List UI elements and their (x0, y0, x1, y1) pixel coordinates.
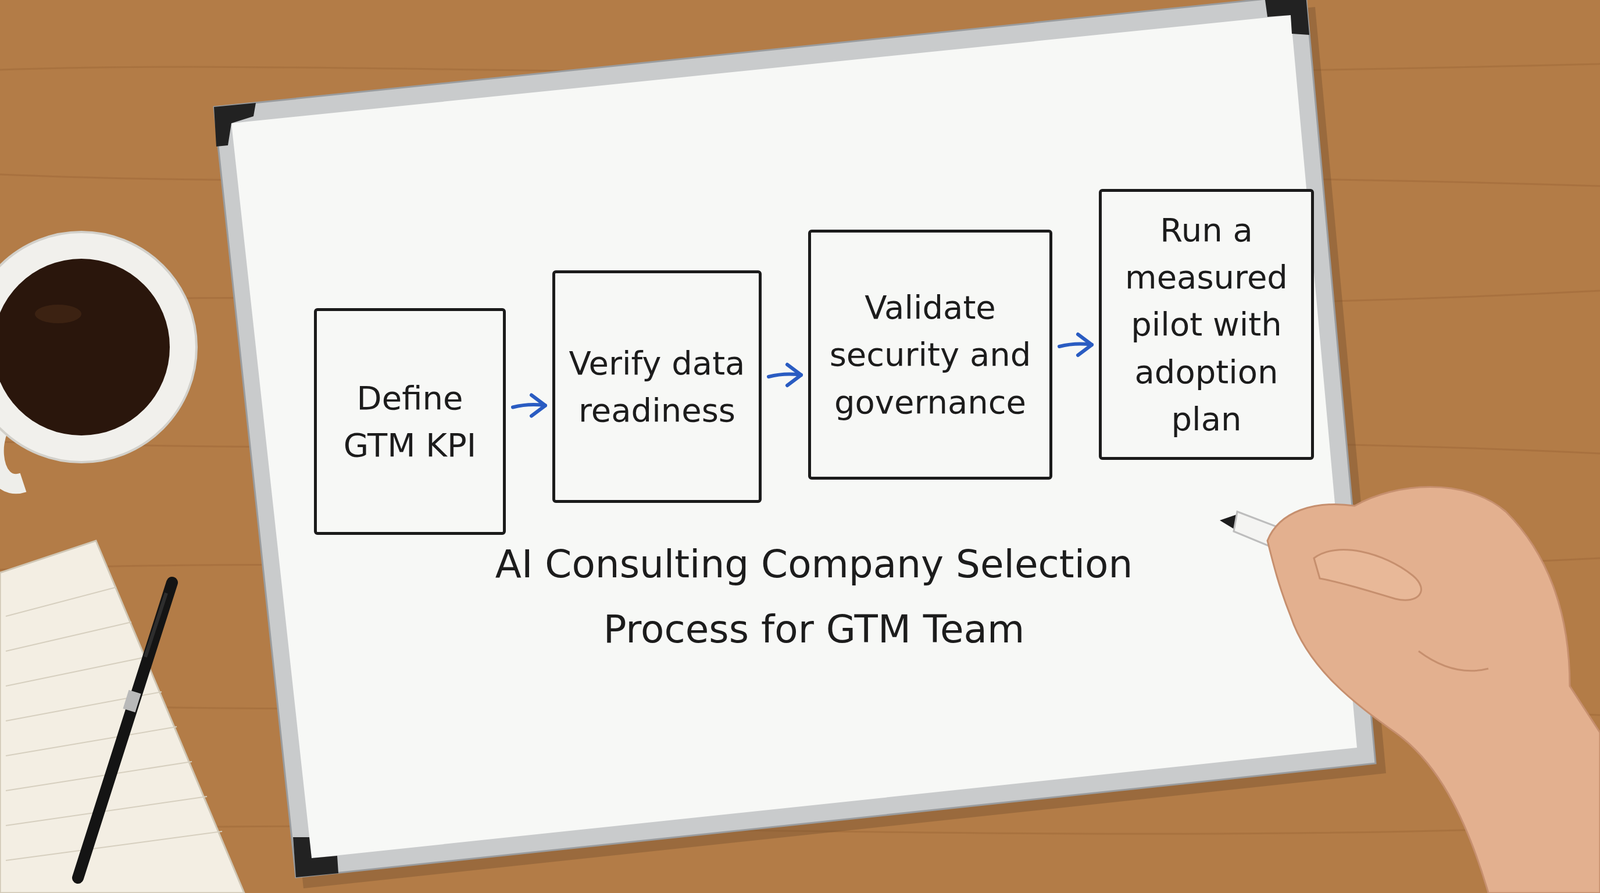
ruled-line (5, 622, 132, 652)
coffee (0, 258, 170, 436)
process-box: Verify data readiness (552, 270, 762, 503)
arrow-head (787, 364, 802, 386)
board-shadow (220, 6, 1387, 889)
arrow-head (1077, 334, 1092, 356)
marker-body (1233, 511, 1466, 624)
coffee-mug (0, 231, 197, 484)
hand (1267, 487, 1600, 893)
board-frame (213, 0, 1376, 878)
ruled-line (5, 656, 147, 687)
box-label: Define GTM KPI (329, 374, 491, 469)
box-label: Verify data readiness (568, 339, 746, 434)
arrow-shaft (512, 404, 546, 407)
ruled-line (5, 587, 117, 617)
flow-arrow (768, 364, 802, 386)
diagram-title: AI Consulting Company Selection Process … (441, 531, 1187, 663)
knuckle-line (1418, 651, 1489, 671)
flow-arrow (1059, 334, 1092, 356)
coffee-shine (34, 304, 82, 324)
marker (1219, 511, 1496, 637)
process-box: Define GTM KPI (313, 308, 506, 535)
flow-arrow (512, 395, 546, 417)
pen-band (129, 691, 135, 711)
box-label: Validate security and governance (823, 283, 1037, 426)
mug-rim (0, 231, 197, 463)
pen-clip (145, 593, 167, 657)
process-box: Run a measured pilot with adoption plan (1098, 188, 1314, 460)
process-box: Validate security and governance (808, 229, 1053, 480)
board-surface (231, 15, 1357, 859)
ruled-line (5, 831, 223, 861)
arrow-shaft (768, 374, 802, 377)
ruled-line (5, 726, 177, 756)
board-corner (213, 102, 256, 147)
notebook-lines (5, 587, 223, 861)
arrow-shaft (1059, 344, 1092, 347)
thumb (1313, 550, 1421, 601)
notebook-page (0, 540, 245, 893)
box-label: Run a measured pilot with adoption plan (1114, 206, 1299, 443)
pen (77, 582, 173, 878)
ruled-line (5, 761, 192, 791)
notebook (0, 540, 245, 893)
hand-shape (1267, 487, 1600, 893)
marker-tip (1219, 513, 1239, 531)
pen-body (77, 582, 173, 878)
arrow-head (531, 395, 546, 417)
board-corner (293, 837, 339, 878)
board-corner (1265, 0, 1310, 35)
marker-cap (1444, 594, 1496, 637)
